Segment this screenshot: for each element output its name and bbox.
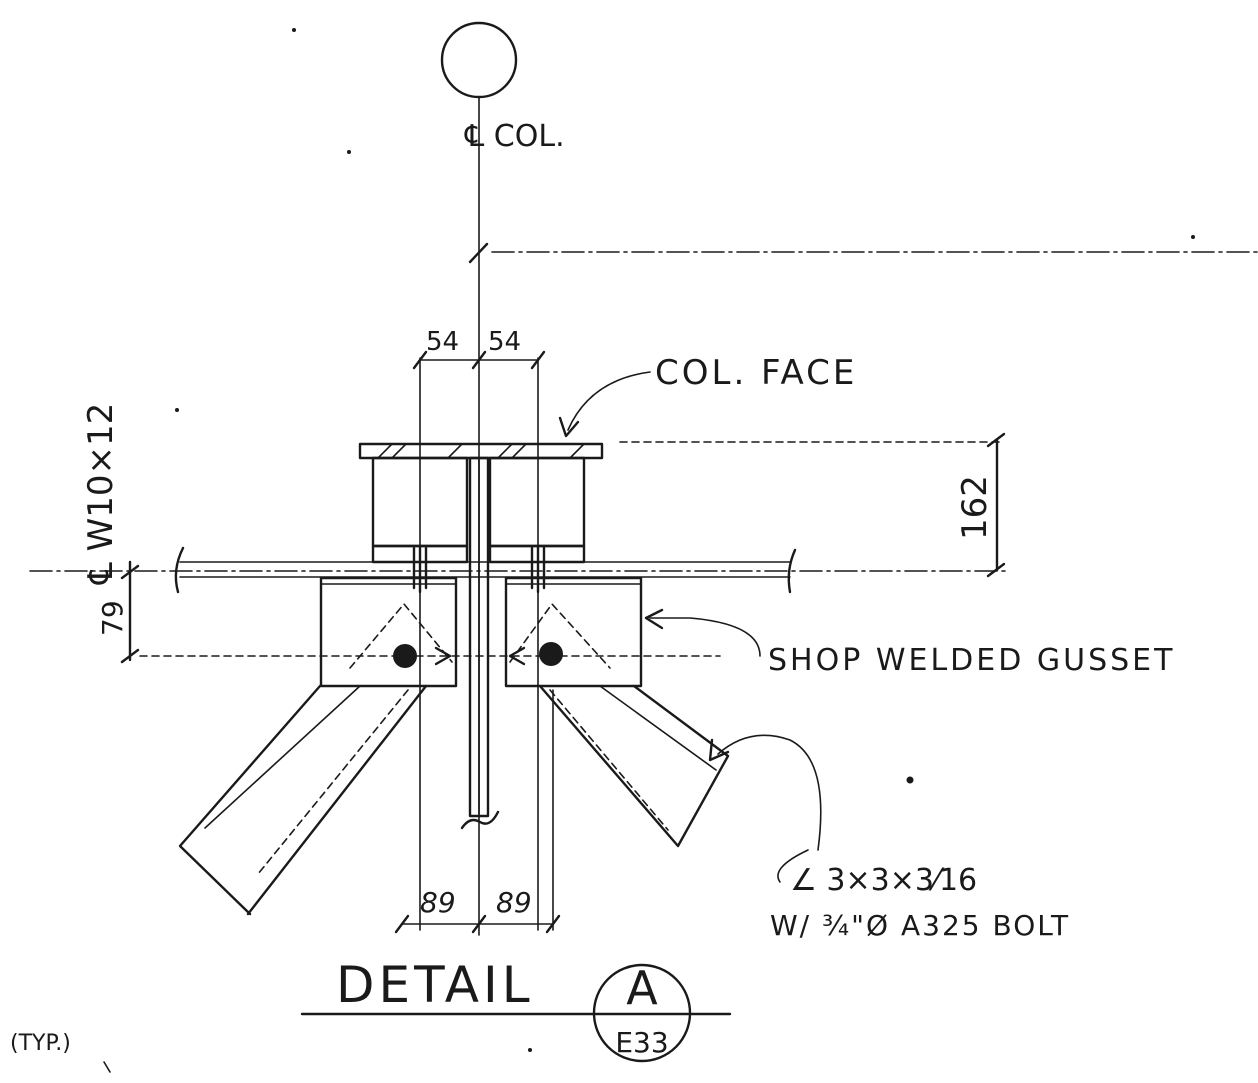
dim-tick: [986, 562, 1006, 578]
hatch: [391, 443, 407, 459]
brace-left-edge: [204, 685, 361, 829]
dim-tick: [394, 914, 410, 934]
column-centerline-label: ℄ COL.: [464, 119, 565, 154]
beam-break-left: [174, 546, 185, 594]
brace-right-dash: [549, 689, 669, 831]
dim-tick: [412, 350, 428, 370]
hatch: [511, 443, 527, 459]
speck: [292, 28, 296, 32]
typ-mark: [103, 1061, 111, 1073]
angle-label: ∠ 3×3×3⁄16: [790, 863, 977, 898]
stiffener-right: [488, 456, 586, 548]
speck: [347, 150, 351, 154]
typ-note: (TYP.): [10, 1031, 71, 1056]
dim-tick: [120, 648, 140, 664]
brace-left-dash: [257, 689, 409, 875]
bolt-label: W/ ¾"Ø A325 BOLT: [770, 909, 1070, 942]
dim-top-left: 54: [426, 327, 459, 357]
column-face-label: COL. FACE: [655, 353, 857, 393]
speck: [1191, 235, 1195, 239]
speck: [528, 1048, 532, 1052]
gusset-left: [319, 576, 458, 688]
detail-title: DETAIL: [336, 956, 534, 1014]
dim-tick: [545, 914, 561, 934]
brace-right: [538, 684, 730, 848]
gusset-right: [504, 576, 643, 688]
gusset-leader: [649, 617, 761, 657]
beam-label: ℄ W10×12: [81, 403, 121, 585]
speck: [175, 408, 179, 412]
dim-height-right: 162: [955, 475, 995, 540]
arrow-right: [508, 646, 526, 666]
brace-left: [178, 684, 428, 916]
arrow-left: [434, 646, 452, 666]
detail-bubble: [592, 963, 692, 1063]
gauge-right: [509, 603, 611, 669]
dim-tick: [471, 914, 487, 934]
web-plate: [468, 456, 490, 818]
beam-break-right: [787, 548, 797, 594]
angle-arrow: [708, 738, 730, 762]
column-grid-bubble: [440, 21, 518, 99]
hatch: [569, 443, 585, 459]
gauge-left: [349, 603, 453, 669]
dim-top-right: 54: [488, 327, 521, 357]
column-face-leader: [567, 371, 651, 431]
gusset-arrow: [644, 608, 664, 630]
bolt-right: [539, 642, 563, 666]
hatch: [377, 443, 393, 459]
brace-right-edge: [599, 685, 717, 771]
gusset-label: SHOP WELDED GUSSET: [768, 643, 1175, 678]
angle-leader-lower: [777, 849, 809, 883]
hatch: [497, 443, 513, 459]
dim-tick: [530, 350, 546, 370]
web-break: [460, 810, 500, 830]
detail-mark: A: [626, 961, 658, 1015]
dim-tick: [120, 564, 140, 580]
hatch: [447, 443, 463, 459]
bolt-left: [393, 644, 417, 668]
dim-bottom-right: 89: [496, 886, 532, 919]
top-reference-tick: [468, 242, 489, 264]
dim-height-left: 79: [96, 600, 129, 636]
dim-tick: [471, 350, 487, 370]
column-face-plate: [358, 442, 604, 460]
detail-sheet: E33: [615, 1026, 668, 1059]
speck: [906, 776, 914, 784]
angle-leader: [717, 734, 822, 851]
dim-tick: [986, 432, 1006, 448]
column-face-arrow: [558, 416, 580, 438]
dim-bottom-left: 89: [420, 886, 456, 919]
